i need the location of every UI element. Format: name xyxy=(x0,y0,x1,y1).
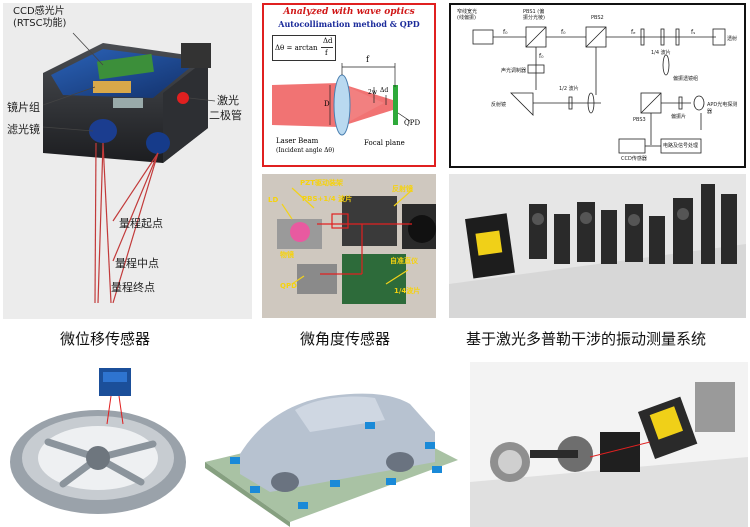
label-mirror: 反射镜 xyxy=(491,102,507,108)
label-reflector: 反射镜 xyxy=(392,185,413,193)
formula-lhs: Δθ = arctan xyxy=(275,44,318,52)
optics-title: Analyzed with wave optics xyxy=(283,7,415,17)
label-lens-set: 偏振透镜组 xyxy=(673,76,699,82)
label-quarter-wave: 1/4 波片 xyxy=(651,50,671,56)
label-autocollimator: 自准直仪 xyxy=(390,257,418,265)
label-f0-a: f₀ xyxy=(503,29,508,36)
formula-box: Δθ = arctan Δd f xyxy=(272,35,336,61)
label-focal-plane: Focal plane xyxy=(364,139,405,147)
label-2w: 2w xyxy=(368,89,377,96)
optics-subtitle: Autocollimation method & QPD xyxy=(278,19,420,29)
autocollimation-diagram: Analyzed with wave optics Autocollimatio… xyxy=(262,3,436,167)
label-f0-b: f₀ xyxy=(561,29,566,36)
label-dd: Δd xyxy=(380,87,389,94)
formula-den: f xyxy=(325,49,328,57)
car-body xyxy=(240,393,435,492)
label-range-start: 量程起点 xyxy=(119,217,163,230)
label-circuit: 电路及信号处理 xyxy=(663,143,699,149)
label-laser-2: 二极管 xyxy=(209,109,242,122)
label-fs: fₛ xyxy=(691,29,696,36)
label-f: f xyxy=(366,55,369,64)
formula-num: Δd xyxy=(323,37,333,45)
caption-vibration-system: 基于激光多普勒干涉的振动测量系统 xyxy=(466,330,707,348)
label-half-wave: 1/2 波片 xyxy=(559,86,579,92)
interferometer-schematic: 窄线宽光 (线偏振) PBS1 (偏 振分光棱) PBS2 反射镜 声光调制器 … xyxy=(449,3,746,168)
lens-group xyxy=(93,81,131,93)
label-laser-source: 窄线宽光 xyxy=(457,9,478,15)
label-aom: 声光调制器 xyxy=(501,68,527,74)
label-polarized: (线偏振) xyxy=(457,15,476,21)
label-pbs1-desc: 振分光棱) xyxy=(523,15,545,21)
filter-lens xyxy=(89,119,117,143)
wheel-rim-illustration xyxy=(3,362,203,527)
gear-vibrometer-photo xyxy=(470,362,748,527)
qpd-setup-photo: PZT驱动装架 反射镜 LD PBS+1/4 波片 物镜 自准直仪 QPD 1/… xyxy=(262,174,436,318)
label-lens-group: 镜片组 xyxy=(7,101,40,114)
label-quarter: 1/4波片 xyxy=(394,287,421,295)
label-pbs-wave: PBS+1/4 波片 xyxy=(302,195,353,203)
label-rtsc: (RTSC功能) xyxy=(13,18,67,29)
label-ld: LD xyxy=(268,196,279,204)
label-laser-1: 激光 xyxy=(217,94,239,107)
label-ccd-sensor: CCD传感器 xyxy=(621,156,647,162)
label-objective: 物镜 xyxy=(280,251,294,259)
label-polarizer: 偏振片 xyxy=(671,114,687,120)
caption-angle-sensor: 微角度传感器 xyxy=(300,330,391,348)
label-range-mid: 量程中点 xyxy=(115,257,159,270)
label-apd: APD光电探测器 xyxy=(707,102,738,115)
label-f0-c: f₀ xyxy=(539,53,544,60)
laser-diode xyxy=(177,92,189,104)
label-filter: 滤光镜 xyxy=(7,123,40,136)
label-pbs1: PBS1 (偏 xyxy=(523,9,545,15)
label-fe: fₑ xyxy=(631,29,636,36)
label-range-end: 量程终点 xyxy=(111,281,155,294)
optical-bench-photo xyxy=(449,174,746,318)
car-body-illustration xyxy=(200,362,462,527)
label-incident: (Incident angle Δθ) xyxy=(276,147,335,154)
label-d: D xyxy=(324,100,330,108)
label-pbs2: PBS2 xyxy=(591,15,604,21)
label-laser-beam: Laser Beam xyxy=(276,137,319,145)
ccd-chip xyxy=(96,53,154,80)
label-pbs3: PBS3 xyxy=(633,117,646,123)
label-ccd: CCD感光片 xyxy=(13,6,65,17)
displacement-sensor-illustration: CCD感光片 (RTSC功能) 镜片组 滤光镜 激光 二极管 量程起点 量程中点… xyxy=(3,3,252,319)
label-qpd-photo: QPD xyxy=(280,282,297,290)
label-qpd: QPD xyxy=(404,119,421,127)
label-transmit: 透射 xyxy=(727,36,738,42)
label-pzt: PZT驱动装架 xyxy=(300,179,343,187)
caption-displacement-sensor: 微位移传感器 xyxy=(60,330,151,348)
